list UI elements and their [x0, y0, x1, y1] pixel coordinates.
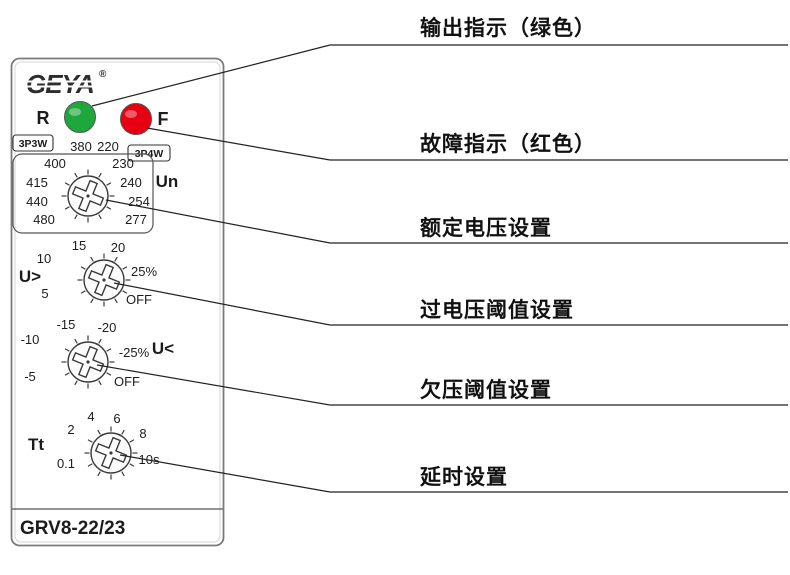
callout-rated-voltage-label: 额定电压设置 [420, 217, 552, 240]
un-value-440: 440 [26, 194, 48, 209]
callout-rated-voltage: 额定电压设置 [420, 216, 552, 242]
delay-value-2: 2 [67, 422, 74, 437]
logo-stripe-2 [24, 85, 96, 88]
callout-fault-indicator: 故障指示（红色） [420, 132, 596, 158]
logo-stripe-1 [24, 80, 96, 83]
led-r-label: R [37, 108, 50, 128]
undervoltage-dial-label: U< [152, 339, 174, 358]
callout-output-indicator: 输出指示（绿色） [420, 16, 596, 42]
fault-led-red [120, 103, 152, 135]
un-value-220: 220 [97, 139, 119, 154]
device-panel-drawing: GEYA ® R F 3P3W 3P4W 380 220 400 230 4 [10, 57, 225, 547]
wiring-3p3w-label: 3P3W [19, 138, 48, 150]
delay-value-8: 8 [139, 426, 146, 441]
device-panel: GEYA ® R F 3P3W 3P4W 380 220 400 230 4 [10, 57, 225, 547]
delay-dial-label: Tt [28, 435, 44, 454]
callout-delay-setting: 延时设置 [420, 465, 508, 491]
over-value-25pct: 25% [131, 264, 157, 279]
delay-value-4: 4 [87, 409, 94, 424]
model-number: GRV8-22/23 [20, 518, 125, 539]
un-value-230: 230 [112, 156, 134, 171]
under-value-15: -15 [57, 317, 76, 332]
brand-logo: GEYA [26, 69, 94, 99]
registered-trademark: ® [99, 69, 107, 80]
un-group-box [12, 153, 154, 234]
over-value-10: 10 [37, 251, 51, 266]
callout-fault-indicator-label: 故障指示（红色） [420, 133, 596, 156]
under-value-25pct: -25% [119, 345, 150, 360]
under-value-off: OFF [114, 374, 140, 389]
delay-value-0-1: 0.1 [57, 456, 75, 471]
over-value-20: 20 [111, 240, 125, 255]
under-value-20: -20 [98, 320, 117, 335]
callout-undervoltage-threshold: 欠压阈值设置 [420, 378, 552, 404]
un-value-380: 380 [70, 139, 92, 154]
un-value-400: 400 [44, 156, 66, 171]
over-value-15: 15 [72, 238, 86, 253]
callout-delay-setting-label: 延时设置 [420, 466, 508, 489]
un-dial-label: Un [156, 172, 179, 191]
delay-value-10s: 10s [139, 452, 160, 467]
callout-undervoltage-threshold-label: 欠压阈值设置 [420, 379, 552, 402]
callout-overvoltage-threshold: 过电压阈值设置 [420, 298, 574, 324]
red-led-highlight [125, 110, 137, 118]
under-value-5: -5 [24, 369, 36, 384]
green-led-highlight [69, 108, 81, 116]
un-value-254: 254 [128, 194, 150, 209]
under-value-10: -10 [21, 332, 40, 347]
un-value-277: 277 [125, 212, 147, 227]
led-f-label: F [158, 109, 169, 129]
callout-overvoltage-threshold-label: 过电压阈值设置 [420, 299, 574, 322]
output-led-green [64, 101, 96, 133]
un-value-480: 480 [33, 212, 55, 227]
delay-value-6: 6 [113, 411, 120, 426]
over-value-off: OFF [126, 292, 152, 307]
un-value-415: 415 [26, 175, 48, 190]
un-value-240: 240 [120, 175, 142, 190]
overvoltage-dial-label: U> [19, 267, 41, 286]
wiring-3p3w-box [12, 134, 54, 152]
callout-output-indicator-label: 输出指示（绿色） [420, 17, 596, 40]
over-value-5: 5 [41, 286, 48, 301]
